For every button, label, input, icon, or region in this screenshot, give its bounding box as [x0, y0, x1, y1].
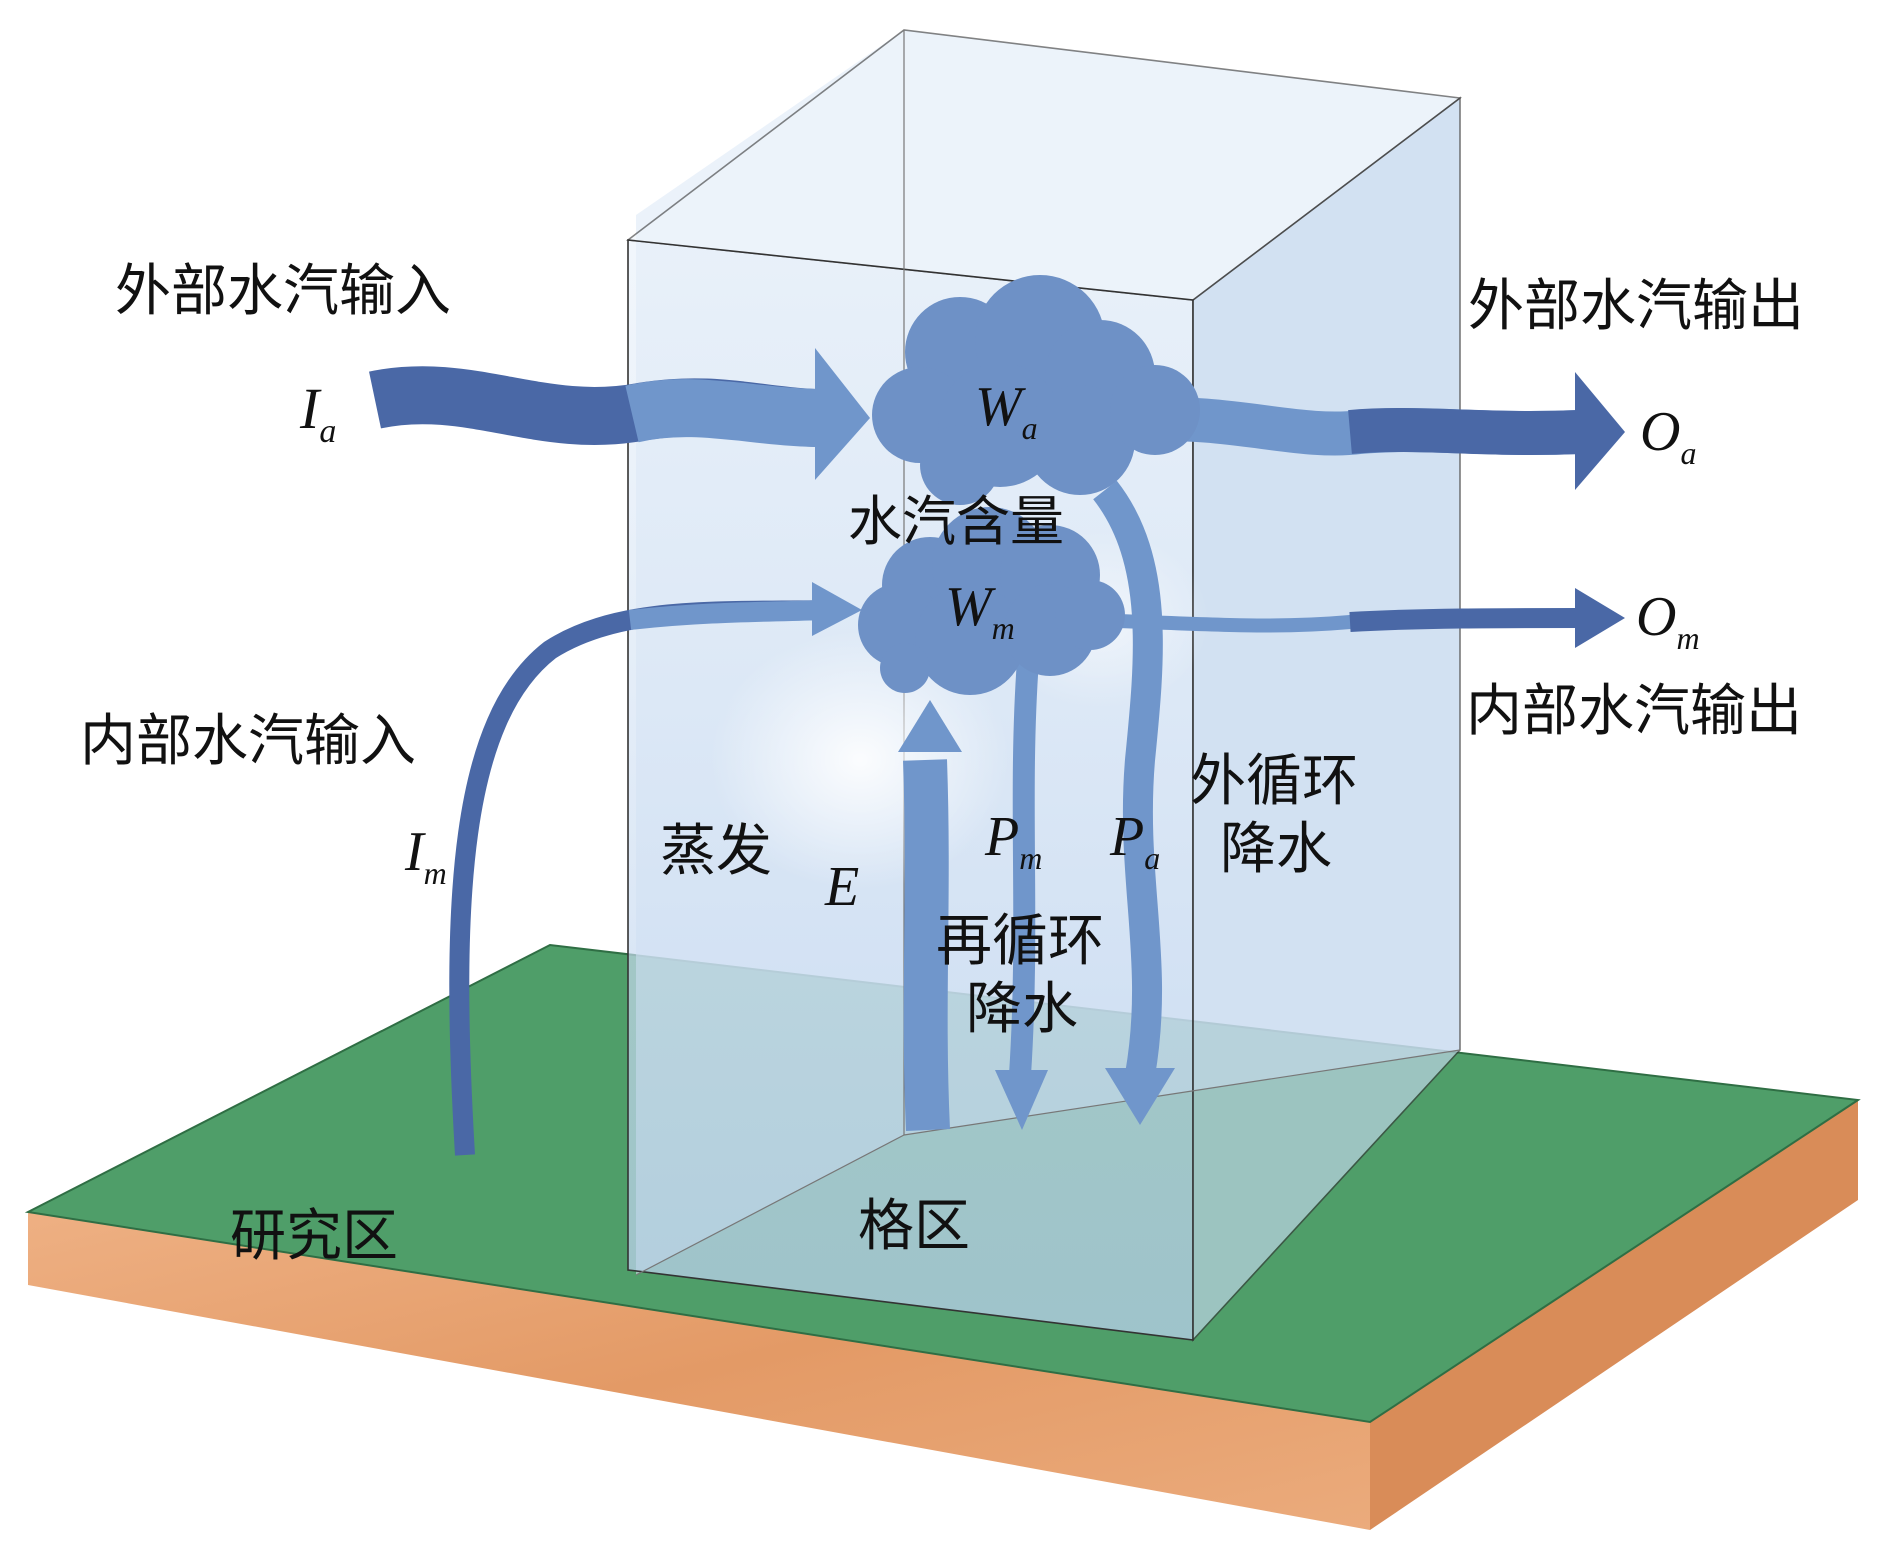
- symbol-pa: Pa: [1109, 806, 1160, 876]
- evaporation-arrowhead: [898, 700, 962, 752]
- box-back-bottom-edge: [635, 1134, 905, 1276]
- symbol-wa: Wa: [975, 376, 1038, 446]
- label-external-cycle-2: 降水: [1220, 817, 1332, 882]
- soil-front-face: [28, 1212, 1370, 1530]
- grid-cell-box: [625, 29, 1463, 1343]
- soil-side-face: [1370, 1100, 1858, 1530]
- label-external-output: 外部水汽输出: [1468, 274, 1804, 339]
- symbol-ia: Ia: [299, 376, 336, 450]
- box-back-bottom-edge-2: [903, 1049, 1461, 1136]
- label-study-area: 研究区: [230, 1204, 398, 1269]
- external-precip-flow: [1092, 480, 1163, 1078]
- evaporation-flow: [903, 759, 950, 1132]
- label-recycle-1: 再循环: [936, 909, 1104, 974]
- external-input-flow-inside: [625, 379, 836, 448]
- label-grid-cell: 格区: [858, 1194, 970, 1259]
- internal-output-flow-outside: [1349, 608, 1581, 632]
- external-output-flow-outside: [1348, 408, 1581, 455]
- external-output-arrowhead: [1575, 372, 1625, 490]
- label-external-cycle-1: 外循环: [1190, 749, 1358, 814]
- cloud-wm: [858, 507, 1125, 695]
- label-vapor-content: 水汽含量: [848, 490, 1064, 553]
- label-internal-input: 内部水汽输入: [80, 709, 416, 774]
- label-internal-output: 内部水汽输出: [1466, 679, 1802, 744]
- internal-output-arrowhead: [1575, 588, 1625, 648]
- label-recycle-2: 降水: [966, 977, 1078, 1042]
- recycled-precip-flow: [1009, 659, 1039, 1076]
- symbol-im: Im: [404, 821, 447, 891]
- symbol-oa: Oa: [1640, 401, 1696, 471]
- external-input-arrowhead: [815, 348, 870, 480]
- symbol-wm: Wm: [945, 576, 1015, 646]
- internal-input-arrowhead: [812, 582, 862, 636]
- external-precip-arrowhead: [1105, 1068, 1175, 1125]
- cloud-wa: [872, 275, 1200, 505]
- label-external-input: 外部水汽输入: [115, 259, 451, 324]
- recycled-precip-arrowhead: [995, 1070, 1048, 1130]
- symbol-om: Om: [1636, 586, 1700, 656]
- box-top-face: [625, 29, 1463, 301]
- label-evaporation: 蒸发: [660, 819, 772, 884]
- symbol-e: E: [824, 856, 859, 918]
- internal-input-flow-inside: [628, 600, 831, 630]
- symbol-pm: Pm: [984, 806, 1042, 876]
